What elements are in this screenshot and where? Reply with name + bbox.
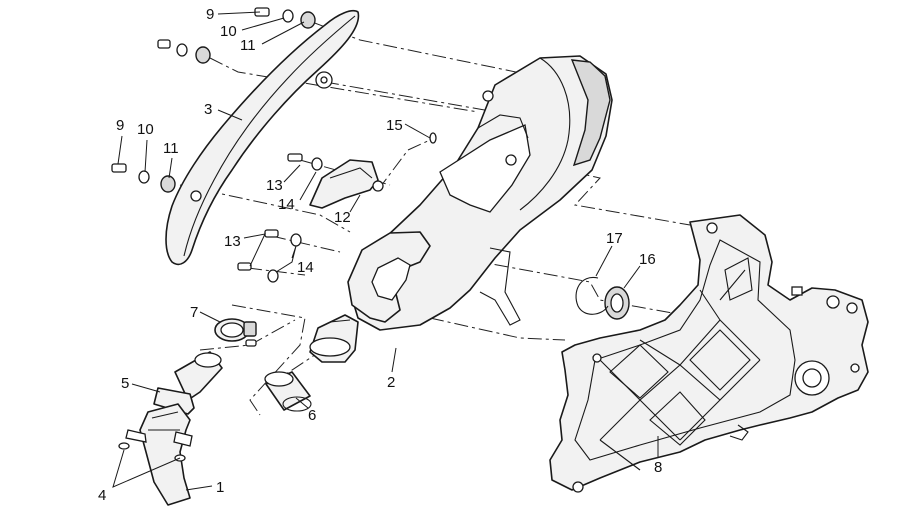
fasteners-lower [111, 132, 437, 283]
exhaust-pipe-part [118, 351, 223, 506]
callout-8: 8 [654, 459, 662, 476]
callout-13-upper: 13 [266, 177, 283, 194]
heat-shield-part [165, 9, 360, 266]
callout-11-lower: 11 [163, 140, 179, 157]
callout-11-upper: 11 [240, 37, 256, 54]
callout-3: 3 [204, 101, 212, 118]
callout-14-upper: 14 [278, 196, 295, 213]
callout-9-lower: 9 [116, 117, 124, 134]
callout-7: 7 [190, 304, 198, 321]
callout-4: 4 [98, 487, 106, 504]
bearing-part [604, 286, 630, 320]
callout-10-upper: 10 [220, 23, 237, 40]
callout-5: 5 [121, 375, 129, 392]
clamp-part [214, 318, 257, 347]
callout-10-lower: 10 [137, 121, 154, 138]
callout-17: 17 [606, 230, 623, 247]
support-bracket-part [549, 214, 869, 493]
callout-14-lower: 14 [297, 259, 314, 276]
callout-1: 1 [216, 479, 224, 496]
callout-15: 15 [386, 117, 403, 134]
callout-9-upper: 9 [206, 6, 214, 23]
mounting-bracket-part [309, 159, 384, 209]
callout-2: 2 [387, 374, 395, 391]
silencer-part [309, 55, 613, 363]
callout-13-lower: 13 [224, 233, 241, 250]
circlip-part [575, 276, 609, 315]
callout-labels: 9 10 11 3 9 10 11 13 14 12 15 13 14 17 1… [98, 6, 662, 504]
callout-6: 6 [308, 407, 316, 424]
callout-leaders [112, 11, 659, 491]
callout-16: 16 [639, 251, 656, 268]
callout-12: 12 [334, 209, 351, 226]
